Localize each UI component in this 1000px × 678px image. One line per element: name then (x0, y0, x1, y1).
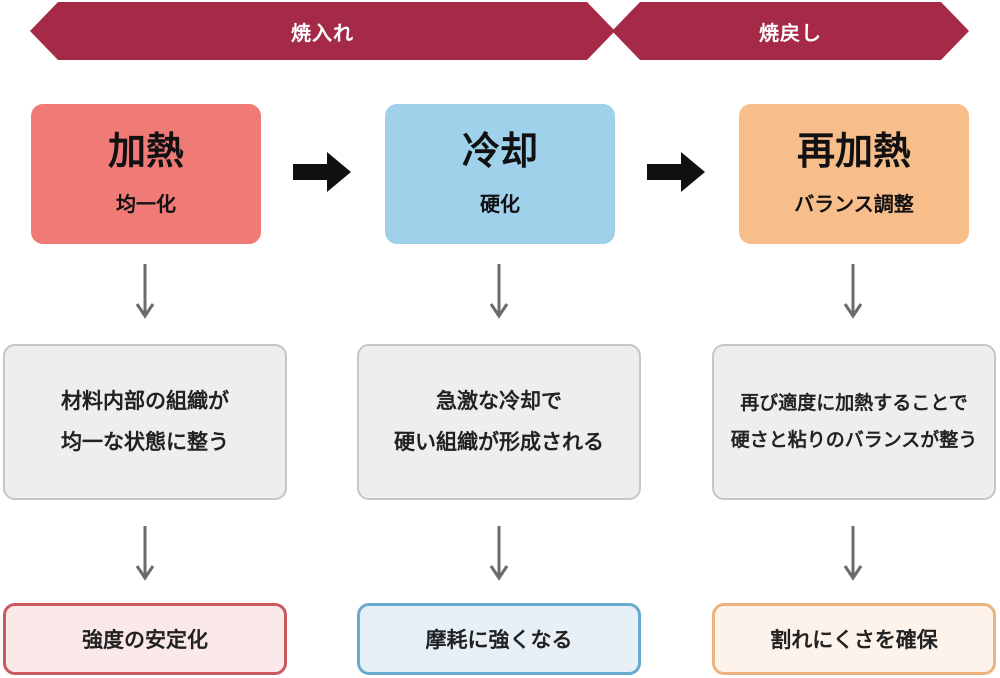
banner-quenching: 焼入れ (30, 0, 615, 62)
down-arrow-icon (843, 264, 863, 319)
result-cooling: 摩耗に強くなる (357, 603, 641, 675)
description-cooling-line-2: 硬い組織が形成される (394, 430, 604, 454)
description-heating: 材料内部の組織が 均一な状態に整う (3, 344, 287, 500)
banner-quenching-shape (30, 2, 615, 60)
banner-tempering: 焼戻し (612, 0, 969, 62)
banner-tempering-label: 焼戻し (759, 20, 822, 45)
stage-reheating-subtitle: バランス調整 (794, 192, 914, 217)
down-arrow-icon (135, 526, 155, 581)
banner-quenching-label: 焼入れ (291, 20, 354, 45)
stage-cooling-subtitle: 硬化 (480, 192, 520, 217)
stage-cooling: 冷却 硬化 (385, 104, 615, 244)
description-cooling: 急激な冷却で 硬い組織が形成される (357, 344, 641, 500)
banner-tempering-shape (612, 2, 969, 60)
result-heating: 強度の安定化 (3, 603, 287, 675)
down-arrow-icon (489, 526, 509, 581)
description-reheating-line-2: 硬さと粘りのバランスが整う (730, 429, 978, 451)
stage-heating-subtitle: 均一化 (116, 192, 176, 217)
right-arrow-icon (647, 152, 705, 192)
description-reheating-line-1: 再び適度に加熱することで (740, 391, 968, 414)
down-arrow-icon (489, 264, 509, 319)
stage-reheating-title: 再加熱 (796, 128, 911, 173)
stage-heating: 加熱 均一化 (31, 104, 261, 244)
description-heating-line-2: 均一な状態に整う (61, 430, 229, 454)
description-heating-line-1: 材料内部の組織が (61, 389, 229, 414)
down-arrow-icon (843, 526, 863, 581)
description-cooling-line-1: 急激な冷却で (436, 389, 562, 414)
result-reheating: 割れにくさを確保 (712, 603, 996, 675)
stage-cooling-title: 冷却 (461, 128, 538, 173)
description-reheating: 再び適度に加熱することで 硬さと粘りのバランスが整う (712, 344, 996, 500)
down-arrow-icon (135, 264, 155, 319)
stage-reheating: 再加熱 バランス調整 (739, 104, 969, 244)
stage-heating-title: 加熱 (107, 128, 184, 173)
right-arrow-icon (293, 152, 351, 192)
